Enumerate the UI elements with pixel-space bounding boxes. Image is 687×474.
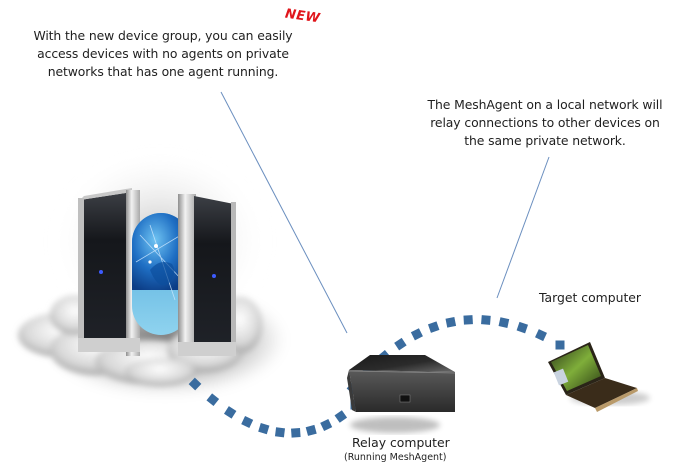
connector-dot	[206, 393, 220, 407]
relay-computer-label: Relay computer	[352, 435, 450, 450]
connector-dot	[516, 321, 529, 334]
connector-dot	[481, 315, 491, 325]
connector-dot	[463, 315, 473, 325]
mini-pc-icon	[347, 355, 456, 433]
callout-left: With the new device group, you can easil…	[8, 27, 318, 81]
connector-dot	[291, 428, 301, 438]
connector-dot	[188, 377, 202, 391]
callout-right-line: relay connections to other devices on	[430, 115, 660, 130]
connector-dot	[258, 422, 270, 435]
connector-dot	[498, 317, 510, 328]
connector-dot	[410, 328, 423, 341]
callout-left-line: access devices with no agents on private	[37, 46, 289, 61]
connector-dot	[445, 317, 457, 328]
callout-right-line: The MeshAgent on a local network will	[427, 97, 663, 112]
laptop-icon	[548, 342, 650, 412]
callout-left-line: networks that has one agent running.	[47, 64, 279, 79]
connector-dot	[320, 418, 333, 432]
connector-dot	[535, 329, 547, 342]
connector-dot	[241, 416, 254, 428]
globe-icon	[132, 213, 190, 335]
connector-dot	[274, 427, 286, 438]
callout-left-line: With the new device group, you can easil…	[33, 28, 293, 43]
leader-line-right	[496, 156, 550, 299]
server-cloud-icon	[18, 155, 285, 395]
leader-line-left	[220, 91, 348, 334]
relay-computer-sublabel: (Running MeshAgent)	[344, 452, 447, 463]
connector-dot	[394, 337, 407, 351]
callout-right-line: the same private network.	[464, 133, 626, 148]
connector-dot	[305, 424, 317, 436]
target-computer-label: Target computer	[539, 290, 642, 305]
connector-dot	[427, 321, 440, 333]
connector-dot	[334, 410, 348, 423]
connector-dot	[223, 406, 237, 419]
callout-right: The MeshAgent on a local network will re…	[410, 96, 680, 150]
connector-dot	[555, 340, 565, 350]
server-left-icon	[78, 188, 140, 356]
server-right-icon	[178, 194, 236, 356]
